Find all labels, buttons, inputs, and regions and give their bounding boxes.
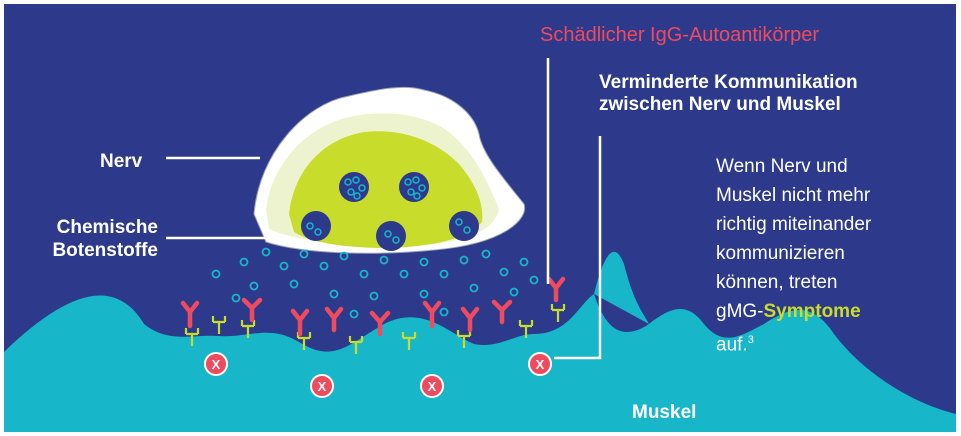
muscle-label: Muskel <box>632 402 696 424</box>
communication-label: Verminderte Kommunikation zwischen Nerv … <box>599 72 939 116</box>
description-text: Wenn Nerv und Muskel nicht mehr richtig … <box>716 152 936 359</box>
description-line-6: gMG-Symptome <box>716 297 936 326</box>
muscle-fold <box>594 252 649 324</box>
communication-label-line-2: zwischen Nerv und Muskel <box>599 94 939 116</box>
blocked-marker-text-3: X <box>428 379 437 394</box>
nerve-label: Nerv <box>100 150 142 173</box>
footnote-reference: 3 <box>748 334 754 346</box>
neurotransmitter-molecules <box>213 249 538 318</box>
communication-label-line-1: Verminderte Kommunikation <box>599 72 939 94</box>
description-line-7-text: auf. <box>716 334 748 355</box>
chemicals-label-line-1: Chemische <box>28 216 158 239</box>
gmg-prefix: gMG- <box>716 301 764 322</box>
symptoms-highlight: Symptome <box>764 301 861 322</box>
chemicals-label-line-2: Botenstoffe <box>28 239 158 262</box>
antibody-label: Schädlicher IgG-Autoantikörper <box>540 24 819 47</box>
nerve-terminal <box>254 87 525 253</box>
blocked-marker-text-1: X <box>212 357 221 372</box>
description-line-3: richtig miteinander <box>716 210 936 239</box>
description-line-2: Muskel nicht mehr <box>716 181 936 210</box>
blocked-marker-text-2: X <box>318 379 327 394</box>
description-line-5: können, treten <box>716 268 936 297</box>
blocked-marker-text-4: X <box>536 357 545 372</box>
description-line-4: kommunizieren <box>716 239 936 268</box>
description-line-1: Wenn Nerv und <box>716 152 936 181</box>
description-line-7: auf.3 <box>716 326 936 359</box>
antibodies <box>183 279 563 334</box>
chemical-messengers-label: Chemische Botenstoffe <box>28 216 158 262</box>
diagram-canvas: X X X X Schädlicher IgG-Autoantikörper V… <box>4 4 956 432</box>
